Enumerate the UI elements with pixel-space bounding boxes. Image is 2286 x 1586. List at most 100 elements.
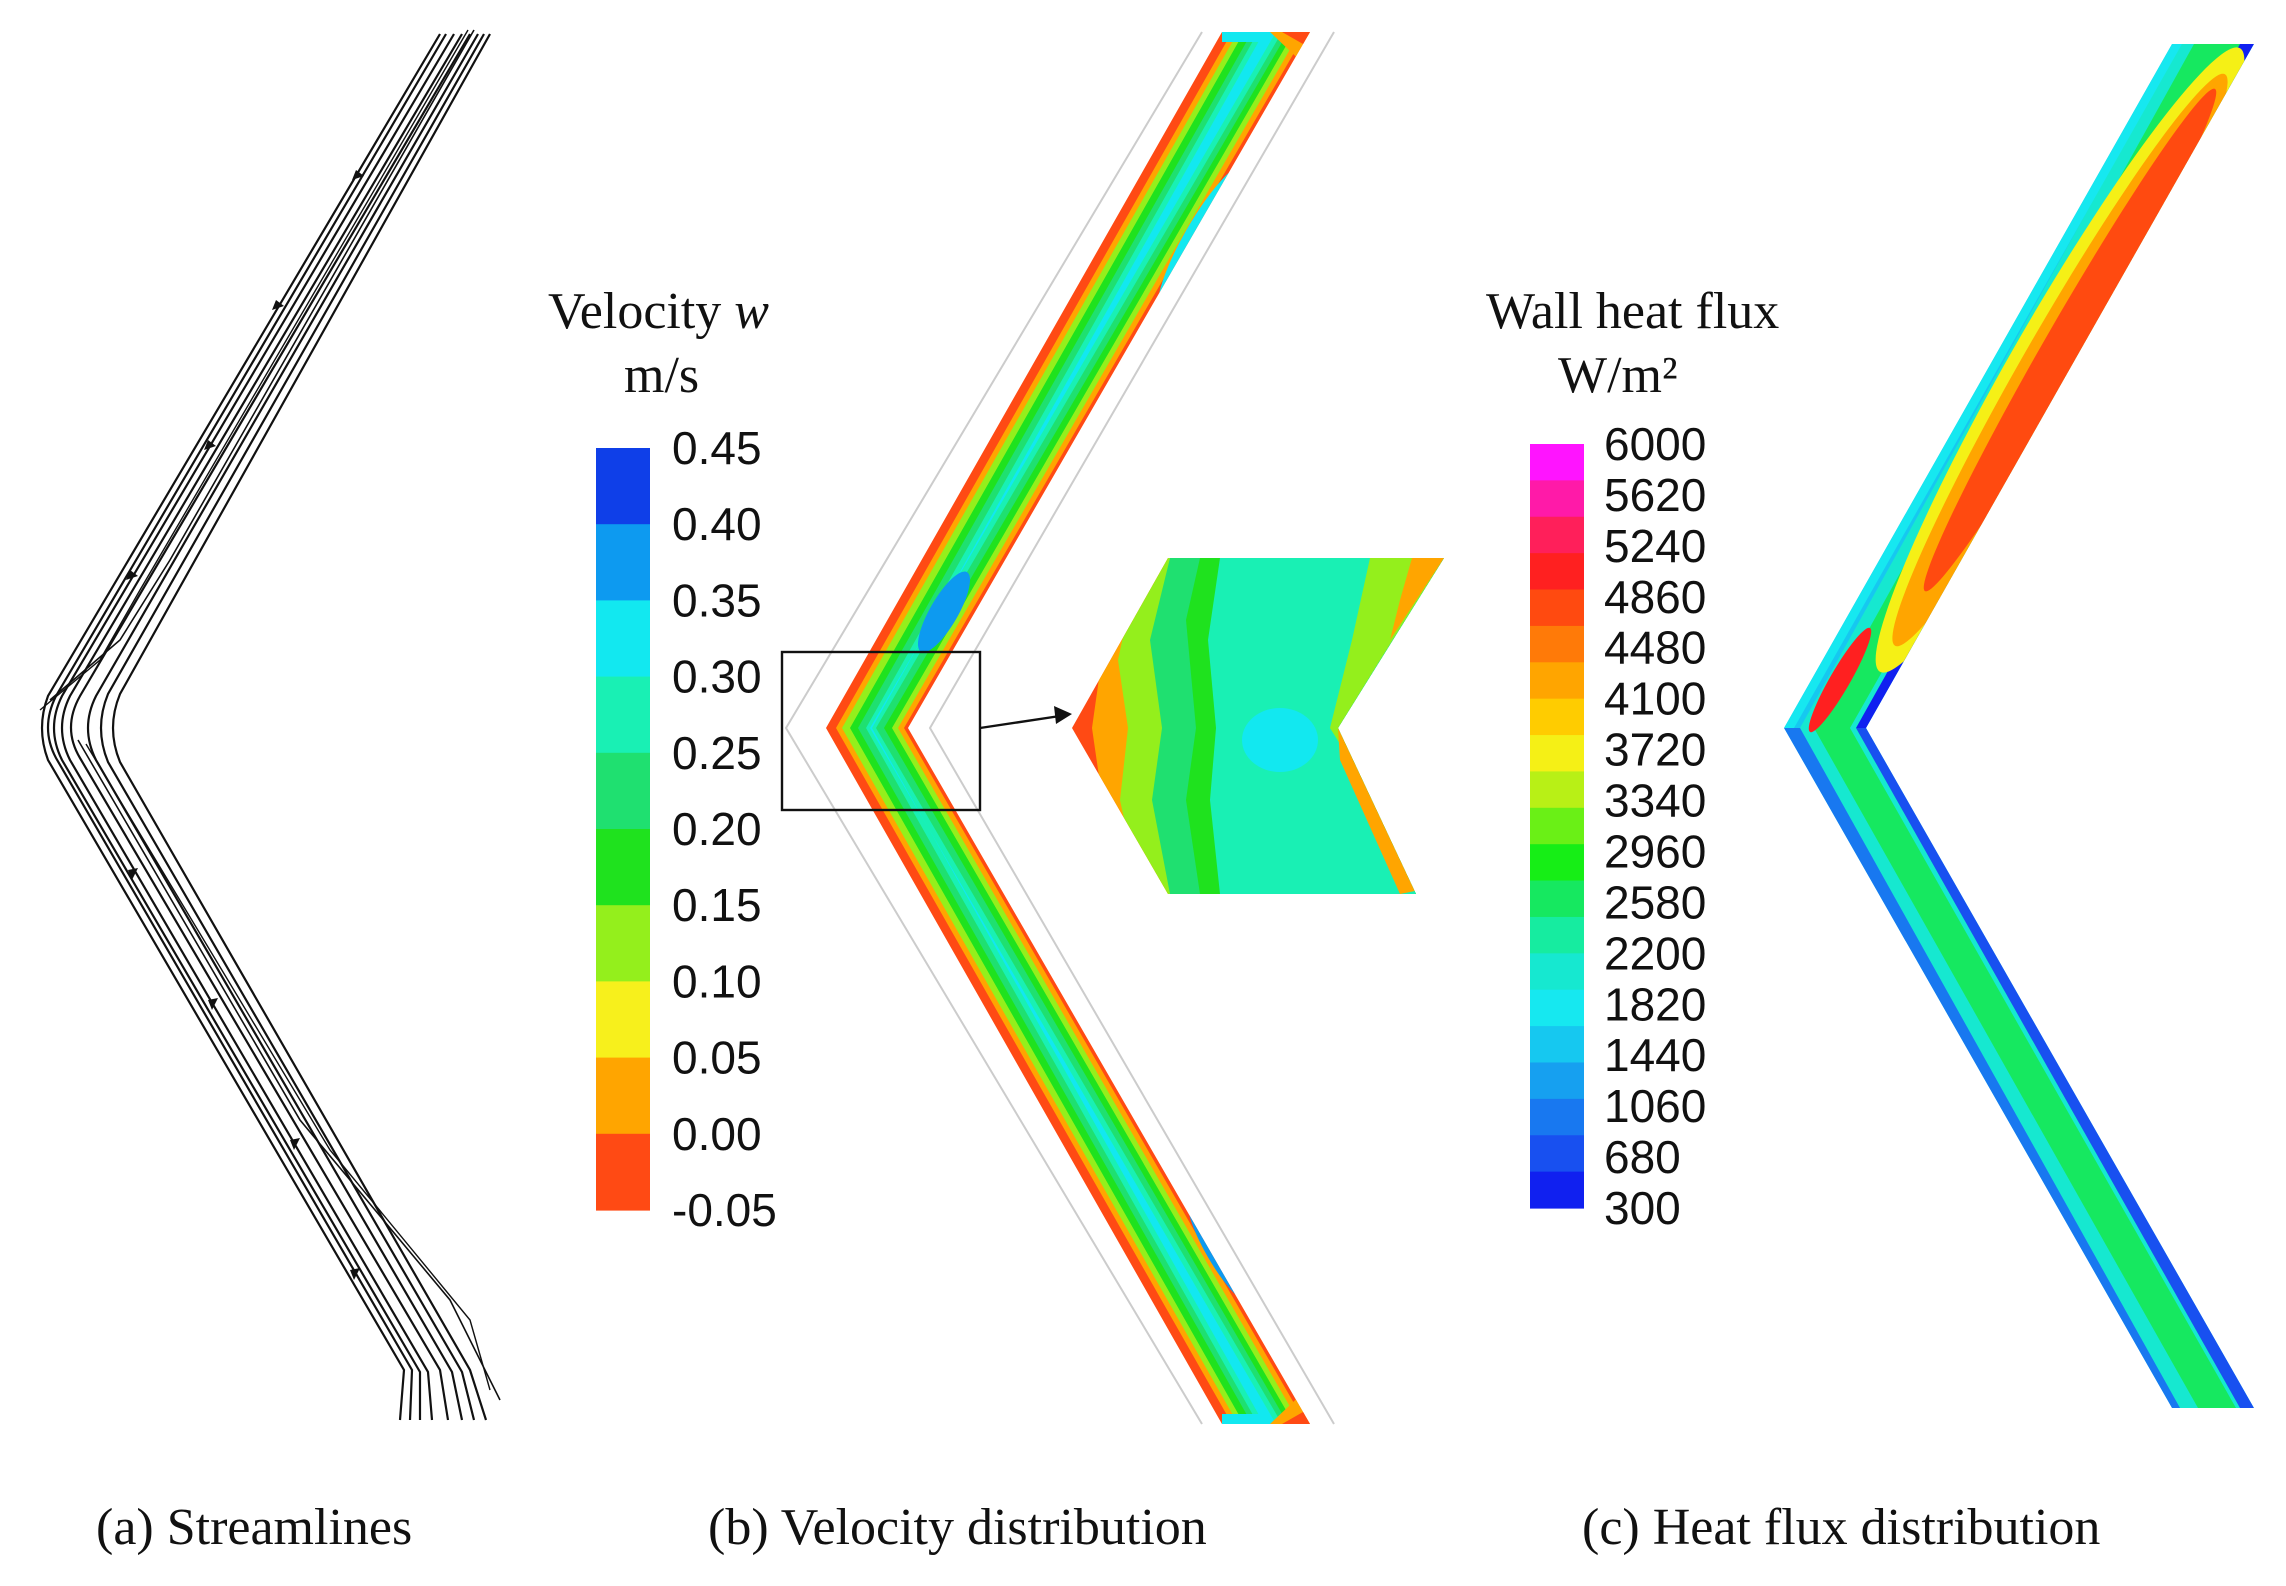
velocity-core-blob: [918, 571, 970, 653]
colorbar-tick-label: 0.10: [672, 955, 762, 1007]
caption-heatflux: (c) Heat flux distribution: [1582, 1499, 2100, 1556]
flow-arrow-icon: [128, 868, 138, 880]
velocity-inlet: [1222, 32, 1266, 42]
streamline: [46, 33, 447, 1421]
colorbar-swatch: [1530, 553, 1584, 591]
heatflux-colorbar: [1530, 444, 1584, 1209]
colorbar-swatch: [1530, 916, 1584, 954]
caption-streamlines: (a) Streamlines: [96, 1499, 412, 1556]
colorbar-swatch: [1530, 844, 1584, 882]
colorbar-swatch: [596, 829, 650, 906]
colorbar-swatch: [596, 752, 650, 830]
zoom-arrow-head-icon: [1054, 706, 1072, 724]
colorbar-swatch: [1530, 589, 1584, 627]
colorbar-swatch: [1530, 989, 1584, 1027]
velocity-zoom-inset: [1072, 558, 1444, 894]
streamline-arrows: [126, 170, 364, 1280]
velocity-band: [1282, 32, 1310, 48]
flow-arrow-icon: [290, 1138, 300, 1150]
velocity-outlet: [1222, 1414, 1266, 1424]
flow-arrow-icon: [126, 570, 138, 580]
colorbar-swatch: [1530, 1062, 1584, 1100]
streamline: [99, 33, 485, 1421]
colorbar-tick-label: 1820: [1604, 978, 1706, 1030]
colorbar-tick-label: 3340: [1604, 775, 1706, 827]
colorbar-swatch: [596, 676, 650, 754]
colorbar-tick-label: 5240: [1604, 520, 1706, 572]
colorbar-tick-label: 0.15: [672, 879, 762, 931]
flow-arrow-icon: [208, 998, 218, 1010]
colorbar-tick-label: 0.40: [672, 498, 762, 550]
velocity-legend: Velocity w m/s 0.450.400.350.300.250.200…: [548, 283, 777, 1236]
colorbar-swatch: [596, 1057, 650, 1135]
velocity-legend-title: Velocity w: [548, 283, 769, 340]
streamline: [111, 33, 491, 1421]
colorbar-swatch: [1530, 1098, 1584, 1136]
colorbar-tick-label: 0.35: [672, 574, 762, 626]
velocity-legend-unit: m/s: [624, 347, 699, 404]
heatflux-band: [1784, 728, 2180, 1408]
flow-arrow-icon: [272, 300, 284, 310]
heatflux-legend-unit: W/m²: [1558, 347, 1678, 404]
heatflux-band: [1800, 44, 2254, 1408]
colorbar-tick-label: 300: [1604, 1182, 1681, 1234]
flow-arrow-icon: [350, 1268, 360, 1280]
colorbar-tick-label: 2580: [1604, 876, 1706, 928]
colorbar-swatch: [1530, 444, 1584, 481]
colorbar-swatch: [1530, 1026, 1584, 1064]
colorbar-tick-label: 1440: [1604, 1029, 1706, 1081]
colorbar-swatch: [1530, 953, 1584, 991]
colorbar-tick-label: 0.45: [672, 422, 762, 474]
colorbar-tick-label: 0.25: [672, 727, 762, 779]
colorbar-swatch: [1530, 735, 1584, 773]
caption-velocity: (b) Velocity distribution: [708, 1499, 1207, 1556]
colorbar-swatch: [1530, 880, 1584, 918]
colorbar-tick-label: 4860: [1604, 571, 1706, 623]
streamline: [70, 33, 471, 1421]
streamline: [86, 33, 479, 1421]
colorbar-tick-label: 1060: [1604, 1080, 1706, 1132]
heatflux-band: [1814, 44, 2240, 1408]
streamline: [52, 33, 455, 1420]
colorbar-tick-label: 3720: [1604, 724, 1706, 776]
streamline: [40, 33, 441, 1421]
colorbar-swatch: [1530, 625, 1584, 663]
colorbar-swatch: [1530, 771, 1584, 809]
colorbar-tick-label: 680: [1604, 1131, 1681, 1183]
colorbar-tick-label: 2960: [1604, 825, 1706, 877]
colorbar-tick-label: 4480: [1604, 622, 1706, 674]
channel-outline: [784, 31, 1203, 1425]
zoom-region-box: [780, 650, 982, 812]
colorbar-swatch: [596, 905, 650, 982]
velocity-band: [1282, 1408, 1310, 1424]
streamline: [49, 29, 475, 701]
colorbar-swatch: [596, 981, 650, 1059]
colorbar-tick-label: 2200: [1604, 927, 1706, 979]
heatflux-contour-panel: [1784, 44, 2254, 1408]
colorbar-tick-label: 0.05: [672, 1032, 762, 1084]
colorbar-swatch: [596, 600, 650, 678]
velocity-colorbar: [596, 448, 650, 1211]
colorbar-swatch: [596, 524, 650, 601]
colorbar-tick-label: 0.00: [672, 1108, 762, 1160]
streamline: [39, 29, 469, 711]
heatflux-tick-labels: 6000562052404860448041003720334029602580…: [1604, 418, 1706, 1234]
colorbar-swatch: [1530, 807, 1584, 845]
heatflux-legend: Wall heat flux W/m² 60005620524048604480…: [1486, 283, 1779, 1234]
colorbar-swatch: [1530, 1171, 1584, 1209]
streamline: [85, 743, 491, 1391]
streamlines-panel: [39, 29, 501, 1421]
flow-arrow-icon: [204, 440, 216, 450]
colorbar-tick-label: 4100: [1604, 673, 1706, 725]
colorbar-swatch: [596, 448, 650, 525]
colorbar-tick-label: -0.05: [672, 1184, 777, 1236]
colorbar-tick-label: 0.30: [672, 651, 762, 703]
heatflux-band: [1784, 44, 2182, 728]
streamline: [60, 33, 463, 1421]
colorbar-swatch: [1530, 516, 1584, 554]
zoom-arrow: [979, 714, 1061, 730]
heatflux-legend-title: Wall heat flux: [1486, 283, 1779, 340]
channel-outline: [928, 31, 1335, 1425]
flow-arrow-icon: [352, 170, 364, 180]
